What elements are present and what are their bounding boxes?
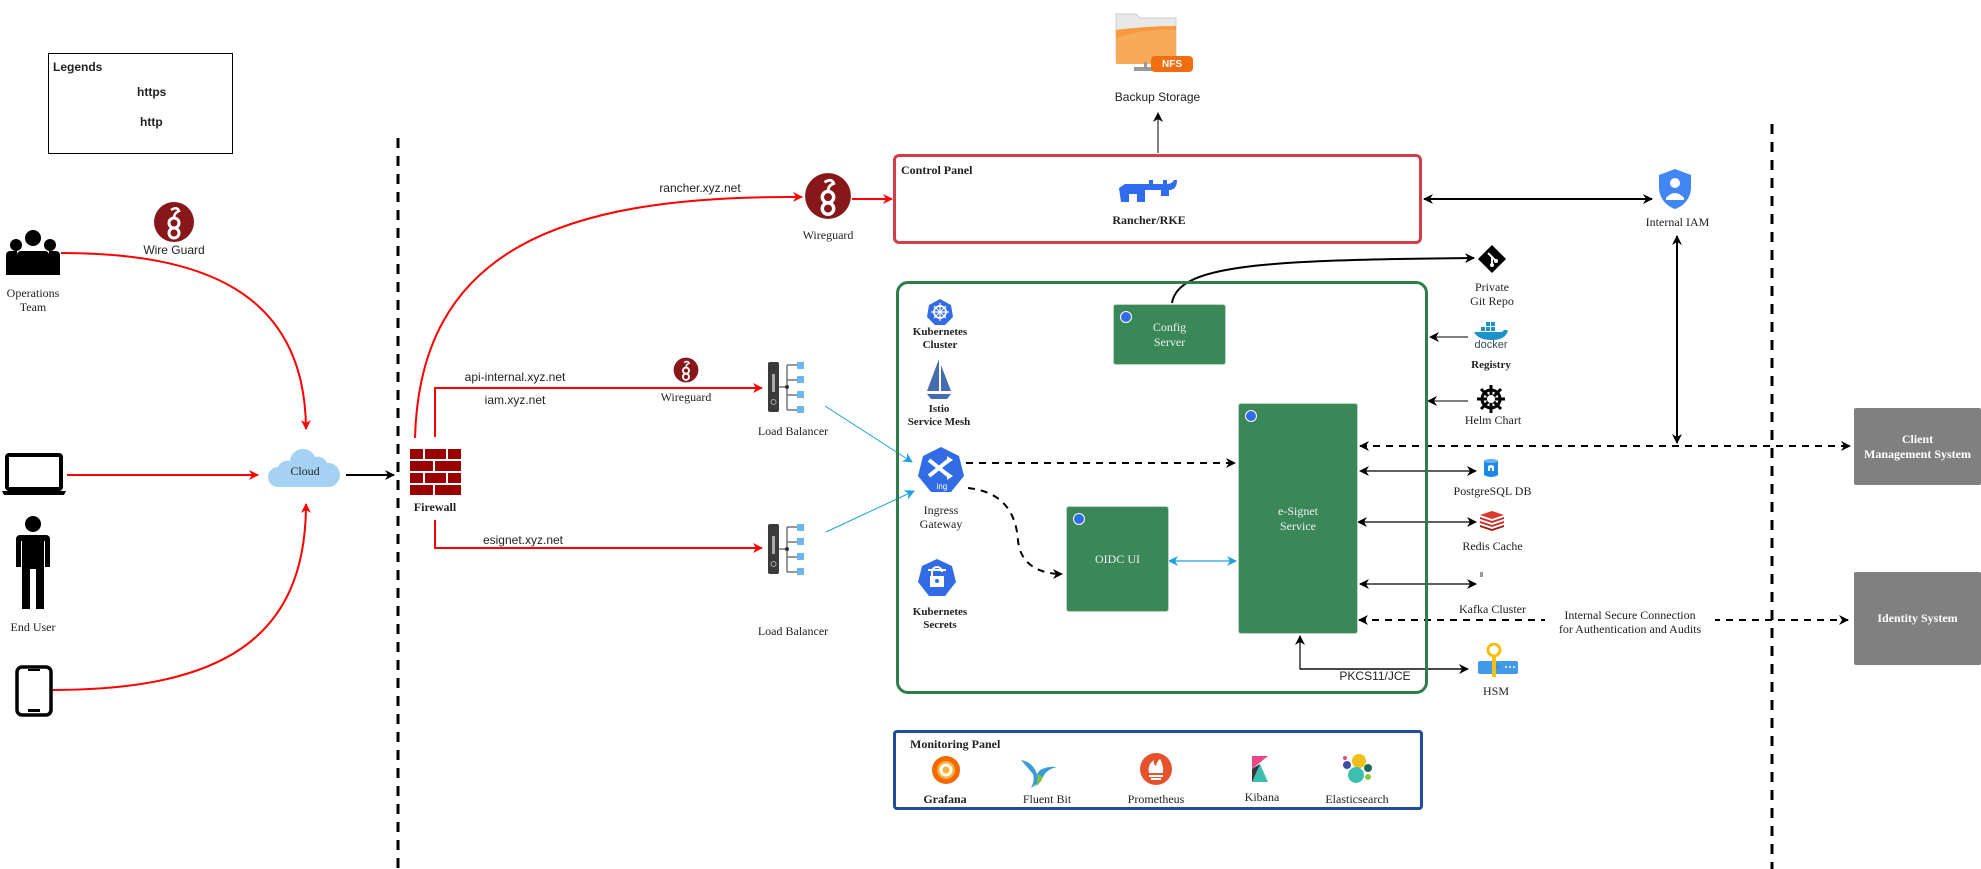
route-iam-label: iam.xyz.net [484, 393, 546, 407]
legend-title: Legends [53, 60, 103, 74]
redis-icon [1480, 511, 1504, 531]
config-server-box[interactable]: Config Server [1113, 304, 1226, 365]
end-user-label: End User [10, 620, 56, 634]
kubernetes-icon [927, 299, 953, 325]
kubernetes-cluster-label: Kubernetes Cluster [912, 326, 968, 351]
firewall-label: Firewall [413, 500, 457, 514]
load-balancer-1-icon [768, 362, 804, 413]
helm-chart-label: Helm Chart [1464, 413, 1522, 427]
cloud-icon [268, 448, 341, 487]
route-esignet-label: esignet.xyz.net [482, 533, 564, 547]
config-to-git [1171, 253, 1475, 304]
route-api-internal-label: api-internal.xyz.net [464, 370, 566, 384]
elasticsearch-icon [1343, 754, 1372, 783]
helm-icon [1477, 385, 1505, 413]
kubernetes-cluster-panel [896, 281, 1428, 694]
monitoring-panel: Monitoring Panel [893, 730, 1423, 810]
registry-label: Registry [1471, 359, 1511, 371]
identity-system-label: Identity System [1877, 611, 1958, 625]
client-management-system-label: Client Management System [1864, 431, 1971, 461]
esignet-service-box[interactable]: e-Signet Service [1238, 403, 1358, 634]
wireguard-api-label: Wireguard [660, 390, 712, 404]
identity-system-box[interactable]: Identity System [1854, 572, 1981, 665]
legend-https-label: https [137, 85, 167, 99]
kafka-icon [1480, 572, 1483, 577]
fluent-bit-label: Fluent Bit [1022, 792, 1072, 806]
backup-storage-label: Backup Storage [1114, 90, 1201, 104]
operations-team-label: Operations Team [6, 286, 60, 314]
operations-team-icon [6, 230, 60, 275]
docker-wordmark: docker [1474, 339, 1508, 351]
load-balancer-1-label: Load Balancer [757, 424, 829, 438]
postgresql-icon [1484, 459, 1498, 477]
kibana-icon [1252, 756, 1268, 782]
firewall-to-wireguard-rancher [414, 191, 803, 439]
grafana-label: Grafana [923, 792, 967, 806]
load-balancer-2-label: Load Balancer [757, 624, 829, 638]
internal-iam-label: Internal IAM [1645, 215, 1710, 229]
redis-label: Redis Cache [1462, 539, 1523, 553]
route-rancher-label: rancher.xyz.net [659, 181, 741, 195]
kubernetes-secrets-icon [918, 559, 956, 596]
pkcs-label: PKCS11/JCE [1339, 669, 1411, 683]
postgresql-label: PostgreSQL DB [1453, 484, 1532, 498]
pod-icon [1245, 410, 1257, 422]
control-panel-title: Control Panel [901, 163, 973, 177]
wireguard-rancher-label: Wireguard [802, 228, 854, 242]
git-repo-label: Private Git Repo [1470, 280, 1514, 308]
rancher-icon [1119, 180, 1177, 202]
client-management-system-box[interactable]: Client Management System [1854, 408, 1981, 485]
end-user-icon [16, 516, 50, 609]
mobile-phone-icon [15, 665, 53, 717]
oidc-ui-label: OIDC UI [1095, 551, 1140, 566]
cloud-label: Cloud [290, 464, 320, 478]
kibana-label: Kibana [1244, 790, 1280, 804]
nfs-folder-icon [1115, 13, 1193, 72]
prometheus-icon [1140, 753, 1172, 785]
wireguard-api-icon [673, 357, 699, 383]
rancher-label: Rancher/RKE [1112, 213, 1186, 227]
ingress-gateway-icon [918, 447, 964, 492]
git-icon [1478, 245, 1506, 273]
wireguard-rancher-icon [805, 173, 851, 219]
elasticsearch-label: Elasticsearch [1325, 792, 1389, 806]
laptop-icon [2, 453, 66, 495]
load-balancer-2-icon [768, 524, 804, 575]
secure-connection-label: Internal Secure Connection for Authentic… [1545, 608, 1715, 636]
config-server-label: Config Server [1152, 319, 1187, 349]
firewall-icon [410, 449, 461, 495]
legend-http-label: http [140, 115, 163, 129]
oidc-ui-box[interactable]: OIDC UI [1066, 506, 1169, 612]
ingress-gateway-label: Ingress Gateway [919, 503, 963, 531]
kafka-label: Kafka Cluster [1459, 602, 1526, 616]
firewall-to-lb2 [434, 520, 763, 553]
fluent-bit-icon [1021, 760, 1057, 788]
ingress-badge: ing [936, 482, 948, 491]
ingress-to-oidc [967, 487, 1063, 579]
esignet-service-label: e-Signet Service [1278, 503, 1318, 533]
istio-icon [927, 359, 951, 399]
legend-box: Legends https http [48, 53, 233, 154]
docker-icon [1474, 322, 1508, 340]
pod-icon [1120, 311, 1132, 323]
grafana-icon [932, 756, 960, 784]
firewall-to-lb1 [434, 383, 763, 437]
istio-label: Istio Service Mesh [907, 403, 971, 428]
lb2-to-ingress [825, 490, 915, 533]
kubernetes-secrets-label: Kubernetes Secrets [912, 606, 968, 631]
monitoring-panel-title: Monitoring Panel [910, 737, 1001, 751]
control-panel: Control Panel [893, 154, 1422, 244]
mobile-to-cloud [51, 503, 311, 691]
nfs-badge: NFS [1162, 59, 1182, 70]
pod-icon [1073, 513, 1085, 525]
hsm-key-icon [1478, 643, 1518, 677]
hsm-label: HSM [1482, 684, 1509, 698]
wire-guard-label: Wire Guard [143, 243, 205, 257]
prometheus-label: Prometheus [1127, 792, 1185, 806]
ops-to-cloud [60, 252, 311, 430]
internal-iam-shield-icon [1659, 169, 1691, 209]
wireguard-icon [154, 202, 194, 242]
